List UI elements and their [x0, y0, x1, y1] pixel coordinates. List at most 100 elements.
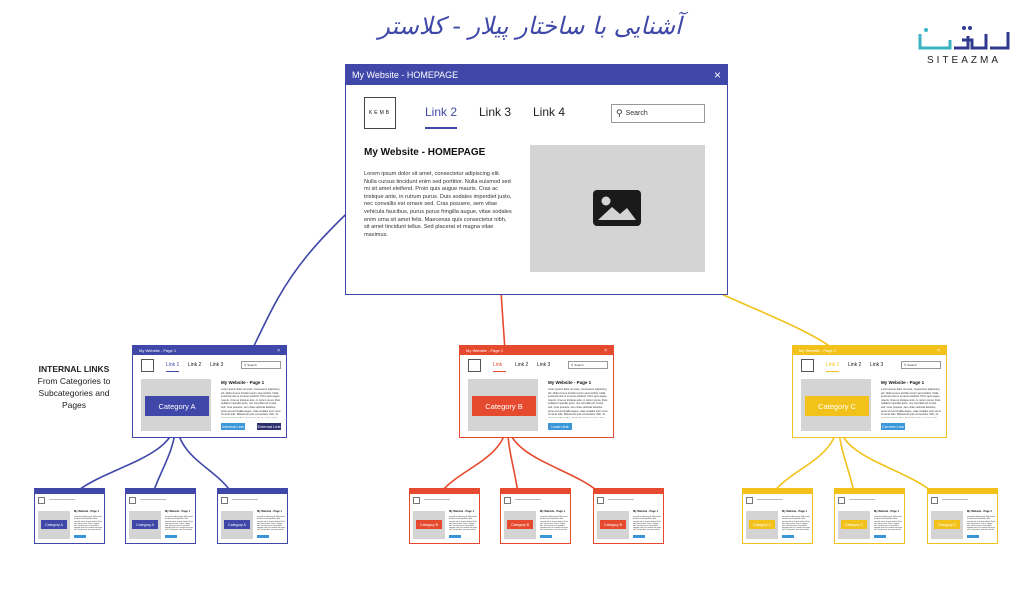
subpage-body-text: Lorem ipsum dolor sit amet, consectetur … — [165, 515, 193, 532]
category-body-text: Lorem ipsum dolor sit amet, consectetur … — [881, 388, 941, 418]
subpage-body-text: Lorem ipsum dolor sit amet, consectetur … — [257, 515, 285, 532]
site-logo: KEMB — [364, 97, 396, 129]
subpage-category-label[interactable]: Category A — [132, 520, 158, 529]
category-nav-link[interactable]: Link 1 — [826, 362, 840, 368]
subpage-nav — [49, 499, 75, 500]
search-input[interactable]: ⚲ Search — [901, 361, 941, 369]
homepage-titlebar: My Website - HOMEPAGE × — [346, 65, 727, 85]
site-logo — [468, 359, 481, 372]
subpage-category-label[interactable]: Category C — [934, 520, 960, 529]
category-heading: My Website - Page 1 — [881, 380, 925, 385]
search-icon: ⚲ — [616, 108, 623, 118]
internal-link-button[interactable]: Current Link — [881, 423, 905, 430]
category-window: My Website - Page 1 × Link Link 2 Link 3… — [459, 345, 614, 438]
site-logo — [838, 497, 845, 504]
category-label[interactable]: Category A — [145, 396, 209, 416]
search-input[interactable]: ⚲ Search — [241, 361, 281, 369]
nav-link-3[interactable]: Link 3 — [479, 105, 512, 119]
subpage-window: Category A My Website - Page 1 Lorem ips… — [217, 488, 288, 544]
nav-link-2[interactable]: Link 2 — [425, 105, 458, 119]
site-logo — [746, 497, 753, 504]
internal-link-button[interactable]: Internal Link — [221, 423, 245, 430]
subpage-body-text: Lorem ipsum dolor sit amet, consectetur … — [74, 515, 102, 532]
category-window-title: My Website - Page 1 — [466, 348, 504, 353]
category-nav-link[interactable]: Link 3 — [210, 362, 224, 368]
subpage-button[interactable] — [874, 535, 886, 538]
subpage-category-label[interactable]: Category B — [416, 520, 442, 529]
subpage-titlebar — [835, 489, 904, 494]
search-icon: ⚲ — [244, 363, 247, 367]
subpage-heading: My Website - Page 1 — [782, 510, 807, 513]
subpage-button[interactable] — [257, 535, 269, 538]
site-logo — [597, 497, 604, 504]
category-nav-link[interactable]: Link 1 — [166, 362, 180, 368]
subpage-window: Category C My Website - Page 1 Lorem ips… — [742, 488, 813, 544]
search-input[interactable]: ⚲ Search — [568, 361, 608, 369]
category-heading: My Website - Page 1 — [548, 380, 592, 385]
search-placeholder: Search — [247, 363, 257, 367]
close-icon[interactable]: × — [937, 347, 940, 354]
category-nav-link[interactable]: Link 2 — [188, 362, 202, 368]
subpage-nav — [232, 499, 258, 500]
nav-link-4[interactable]: Link 4 — [533, 105, 566, 119]
subpage-category-label[interactable]: Category A — [224, 520, 250, 529]
subpage-category-label[interactable]: Category A — [41, 520, 67, 529]
category-window: My Website - Page 1 × Link 1 Link 2 Link… — [132, 345, 287, 438]
category-body-text: Lorem ipsum dolor sit amet, consectetur … — [221, 388, 281, 418]
subpage-heading: My Website - Page 1 — [257, 510, 282, 513]
subpage-button[interactable] — [74, 535, 86, 538]
internal-link-button[interactable]: Learn link — [548, 423, 572, 430]
category-nav-link[interactable]: Link 2 — [515, 362, 529, 368]
category-label[interactable]: Category C — [805, 396, 869, 416]
subpage-body-text: Lorem ipsum dolor sit amet, consectetur … — [967, 515, 995, 532]
subpage-window: Category C My Website - Page 1 Lorem ips… — [927, 488, 998, 544]
active-underline — [425, 127, 457, 129]
subpage-heading: My Website - Page 1 — [967, 510, 992, 513]
category-window-title: My Website - Page 1 — [139, 348, 177, 353]
active-underline — [826, 371, 839, 372]
subpage-category-label[interactable]: Category C — [749, 520, 775, 529]
subpage-button[interactable] — [449, 535, 461, 538]
close-icon[interactable]: × — [713, 68, 721, 82]
subpage-button[interactable] — [967, 535, 979, 538]
subpage-category-label[interactable]: Category C — [841, 520, 867, 529]
site-logo — [221, 497, 228, 504]
subpage-button[interactable] — [782, 535, 794, 538]
subpage-nav — [424, 499, 450, 500]
note-title: INTERNAL LINKS — [38, 364, 110, 374]
subpage-window: Category A My Website - Page 1 Lorem ips… — [34, 488, 105, 544]
search-input[interactable]: ⚲ Search — [611, 104, 705, 123]
search-icon: ⚲ — [904, 363, 907, 367]
subpage-category-label[interactable]: Category B — [600, 520, 626, 529]
external-link-button[interactable]: External Link — [257, 423, 281, 430]
page-title: آشنایی با ساختار پیلار - کلاستر — [378, 12, 682, 40]
subpage-button[interactable] — [165, 535, 177, 538]
subpage-body-text: Lorem ipsum dolor sit amet, consectetur … — [633, 515, 661, 532]
category-label[interactable]: Category B — [472, 396, 536, 416]
category-nav-link[interactable]: Link 3 — [870, 362, 884, 368]
close-icon[interactable]: × — [277, 347, 280, 354]
category-nav-link[interactable]: Link — [493, 362, 503, 368]
subpage-button[interactable] — [540, 535, 552, 538]
subpage-category-label[interactable]: Category B — [507, 520, 533, 529]
category-window-title: My Website - Page 1 — [799, 348, 837, 353]
homepage-body-text: Lorem ipsum dolor sit amet, consectetur … — [364, 171, 512, 238]
image-icon — [593, 190, 641, 226]
siteazma-logo — [918, 26, 1010, 50]
search-placeholder: Search — [907, 363, 917, 367]
subpage-heading: My Website - Page 1 — [874, 510, 899, 513]
internal-links-note: INTERNAL LINKS From Categories to Subcat… — [30, 363, 118, 411]
subpage-window: Category B My Website - Page 1 Lorem ips… — [593, 488, 664, 544]
subpage-titlebar — [126, 489, 195, 494]
close-icon[interactable]: × — [604, 347, 607, 354]
active-underline — [493, 371, 506, 372]
subpage-button[interactable] — [633, 535, 645, 538]
category-nav-link[interactable]: Link 3 — [537, 362, 551, 368]
subpage-body-text: Lorem ipsum dolor sit amet, consectetur … — [449, 515, 477, 532]
subpage-body-text: Lorem ipsum dolor sit amet, consectetur … — [874, 515, 902, 532]
site-logo — [38, 497, 45, 504]
note-text: From Categories to Subcategories and Pag… — [37, 376, 111, 410]
category-nav-link[interactable]: Link 2 — [848, 362, 862, 368]
search-placeholder: Search — [574, 363, 584, 367]
subpage-nav — [608, 499, 634, 500]
